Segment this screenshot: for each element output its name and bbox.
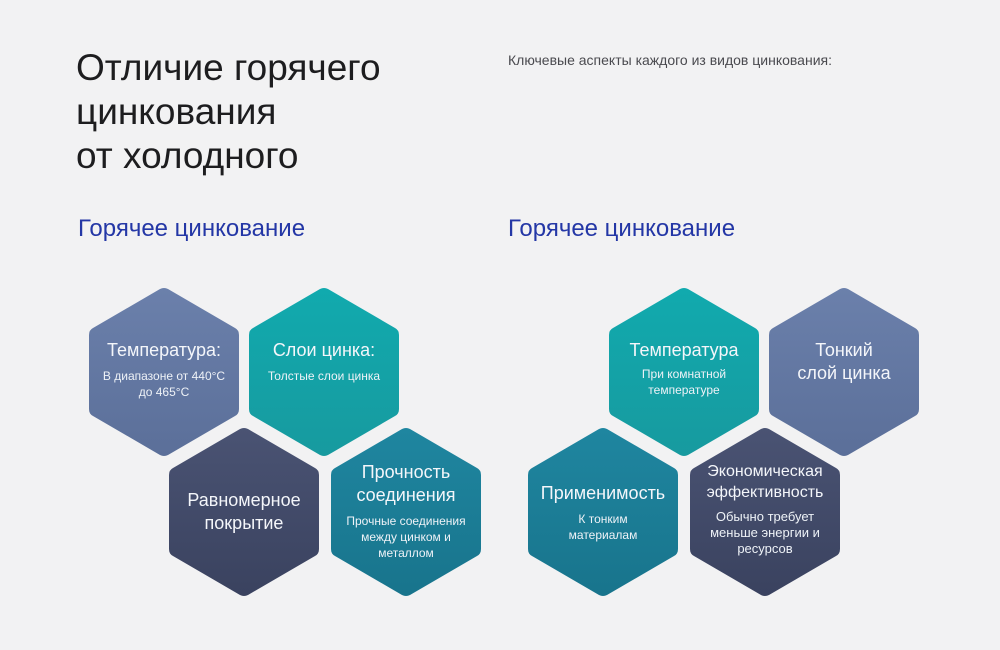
hex-title: Тонкий слой цинка (797, 340, 891, 383)
page-title: Отличие горячего цинкования от холодного (76, 47, 381, 176)
hexagon-shape (528, 428, 678, 596)
hex-title: Слои цинка: (272, 340, 376, 360)
hexagon-shape (169, 428, 319, 596)
hex-title: Равномерное покрытие (187, 490, 301, 533)
hexagon-shape (331, 428, 481, 596)
page-subtitle: Ключевые аспекты каждого из видов цинков… (508, 52, 832, 68)
hex-right-temperature: Температура При комнатной температуре (609, 287, 759, 457)
hex-left-bond-strength: Прочность соединения Прочные соединения … (331, 427, 481, 597)
hex-right-thin-zinc-layer: Тонкий слой цинка (769, 287, 919, 457)
hexagon-shape (249, 288, 399, 456)
hex-left-zinc-layers: Слои цинка: Толстые слои цинка (249, 287, 399, 457)
right-section-title: Горячее цинкование (508, 215, 736, 242)
hex-title: Экономическая эффективность (706, 463, 824, 501)
hex-description: Толстые слои цинка (267, 369, 381, 383)
hexagon-shape (89, 288, 239, 456)
hex-left-temperature: Температура: В диапазоне от 440°C до 465… (89, 287, 239, 457)
hexagon-shape (769, 288, 919, 456)
hex-left-uniform-coating: Равномерное покрытие (169, 427, 319, 597)
hex-right-cost-efficiency: Экономическая эффективность Обычно требу… (690, 427, 840, 597)
hex-description: К тонким материалам (568, 511, 638, 542)
hexagon-shape (690, 428, 840, 596)
hex-title: Применимость (540, 482, 666, 503)
hex-description: Обычно требует меньше энергии и ресурсов (710, 509, 820, 556)
hex-title: Температура (629, 340, 739, 360)
hex-title: Температура: (106, 340, 222, 360)
hex-description: Прочные соединения между цинком и металл… (346, 514, 466, 560)
hex-description: В диапазоне от 440°C до 465°C (102, 369, 226, 399)
left-section-title: Горячее цинкование (78, 215, 306, 242)
hex-right-applicability: Применимость К тонким материалам (528, 427, 678, 597)
hexagon-shape (609, 288, 759, 456)
hex-description: При комнатной температуре (641, 367, 727, 397)
hex-title: Прочность соединения (356, 462, 456, 505)
